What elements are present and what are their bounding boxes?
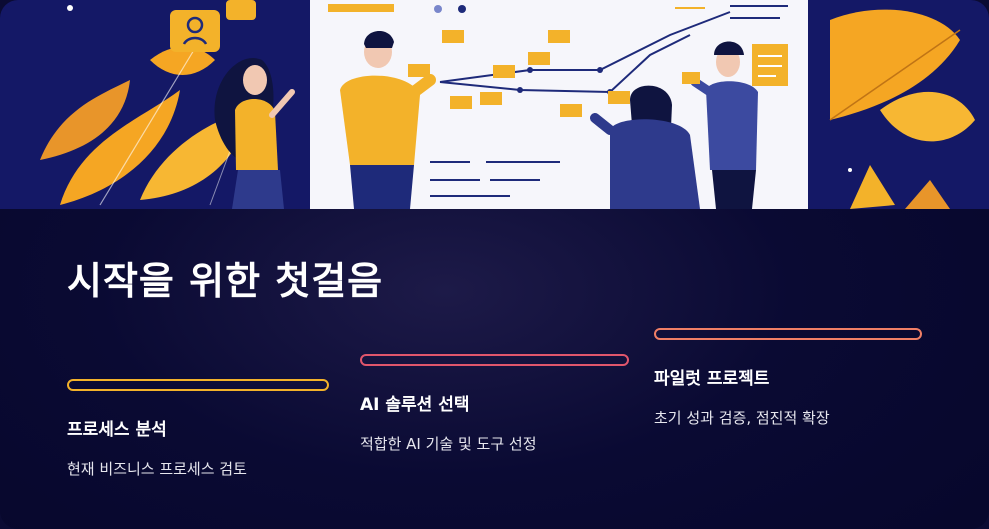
step-ai-solution-selection: AI 솔루션 선택 적합한 AI 기술 및 도구 선정	[360, 354, 629, 454]
step-title: 프로세스 분석	[67, 420, 167, 440]
step-title: AI 솔루션 선택	[360, 395, 470, 415]
roadmap-board	[310, 0, 808, 209]
step-indicator-bar	[654, 328, 922, 340]
step-title: 파일럿 프로젝트	[654, 369, 770, 389]
team-roadmap-illustration	[40, 0, 975, 209]
hero-illustration	[0, 0, 989, 209]
step-description: 초기 성과 검증, 점진적 확장	[654, 409, 830, 427]
step-indicator-bar	[67, 379, 329, 391]
slide-title: 시작을 위한 첫걸음	[67, 259, 384, 303]
step-indicator-bar	[360, 354, 629, 366]
roadmap-chart	[328, 4, 788, 209]
step-pilot-project: 파일럿 프로젝트 초기 성과 검증, 점진적 확장	[654, 328, 922, 428]
step-process-analysis: 프로세스 분석 현재 비즈니스 프로세스 검토	[67, 379, 329, 479]
step-description: 현재 비즈니스 프로세스 검토	[67, 460, 247, 478]
step-description: 적합한 AI 기술 및 도구 선정	[360, 435, 537, 453]
